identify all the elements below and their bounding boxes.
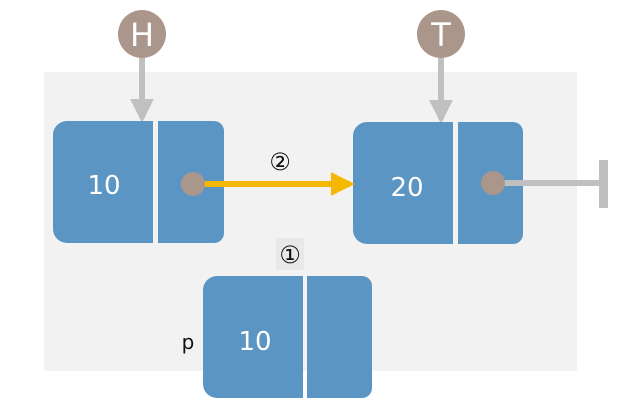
step2-label: ② <box>269 148 291 176</box>
step2-label-bg <box>266 145 294 177</box>
head-pointer-label: H <box>130 16 154 54</box>
step1-label-bg <box>276 238 304 270</box>
node-first-data-cell-fill <box>130 121 153 243</box>
node-second-value: 20 <box>390 173 423 203</box>
node-first-value: 10 <box>87 171 120 201</box>
node-second-data-cell-fill <box>430 122 453 244</box>
node-first: 10 <box>53 121 224 243</box>
tail-pointer-circle <box>417 10 465 58</box>
node-new-data-cell-fill <box>280 276 303 398</box>
node-first-next-cell-fill <box>158 121 178 243</box>
node-second-next-pointer-dot <box>481 171 505 195</box>
node-new-data-cell <box>203 276 303 398</box>
head-pointer-circle <box>118 10 166 58</box>
node-first-next-pointer-dot <box>181 172 205 196</box>
node-new-value: 10 <box>238 327 271 357</box>
tail-pointer-label: T <box>430 16 451 54</box>
node-second-next-cell-fill <box>458 122 478 244</box>
node-second-data-cell <box>353 122 453 244</box>
node-new: 10 <box>203 276 372 398</box>
node-first-data-cell <box>53 121 153 243</box>
null-terminator-icon <box>599 160 608 208</box>
node-new-next-cell-fill <box>307 276 327 398</box>
p-pointer-label: p <box>182 330 195 354</box>
step1-label: ① <box>279 241 301 269</box>
